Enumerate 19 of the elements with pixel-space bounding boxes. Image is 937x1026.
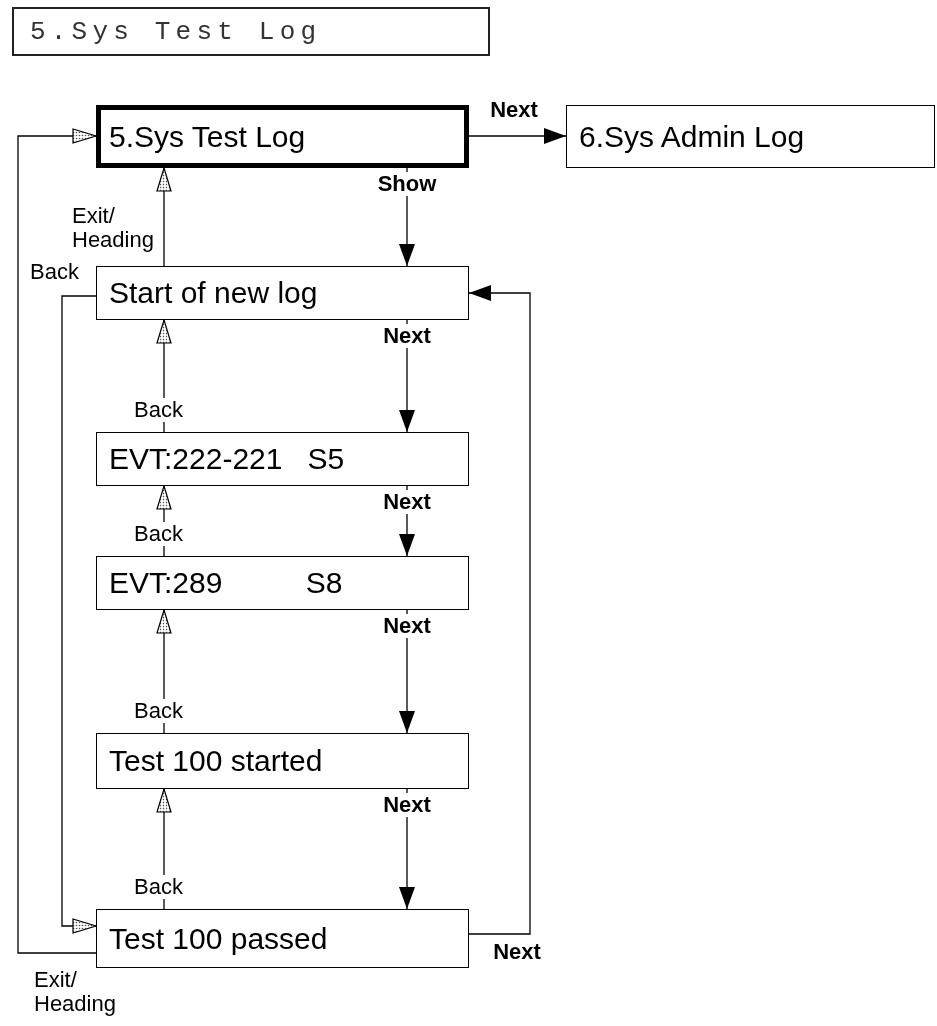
menu-box: Start of new log xyxy=(96,266,469,320)
arrow xyxy=(17,128,97,954)
arrow xyxy=(156,167,172,267)
edge-label: Exit/ Heading xyxy=(34,968,117,1017)
edge-label: Show xyxy=(377,172,437,197)
edge-label: Exit/ Heading xyxy=(72,204,155,253)
menu-box: EVT:222-221 S5 xyxy=(96,432,469,486)
arrow xyxy=(468,285,531,935)
menu-box: 5.Sys Test Log xyxy=(96,105,469,168)
edge-label: Back xyxy=(30,260,80,285)
menu-box: 6.Sys Admin Log xyxy=(566,105,935,168)
edge-label: Next xyxy=(489,98,539,123)
display-screen: 5.Sys Test Log xyxy=(12,7,490,56)
arrow xyxy=(61,295,97,934)
arrow xyxy=(468,128,567,144)
menu-box: EVT:289 S8 xyxy=(96,556,469,610)
edge-label: Next xyxy=(492,940,542,965)
menu-box: Test 100 passed xyxy=(96,909,469,968)
menu-box: Test 100 started xyxy=(96,733,469,789)
